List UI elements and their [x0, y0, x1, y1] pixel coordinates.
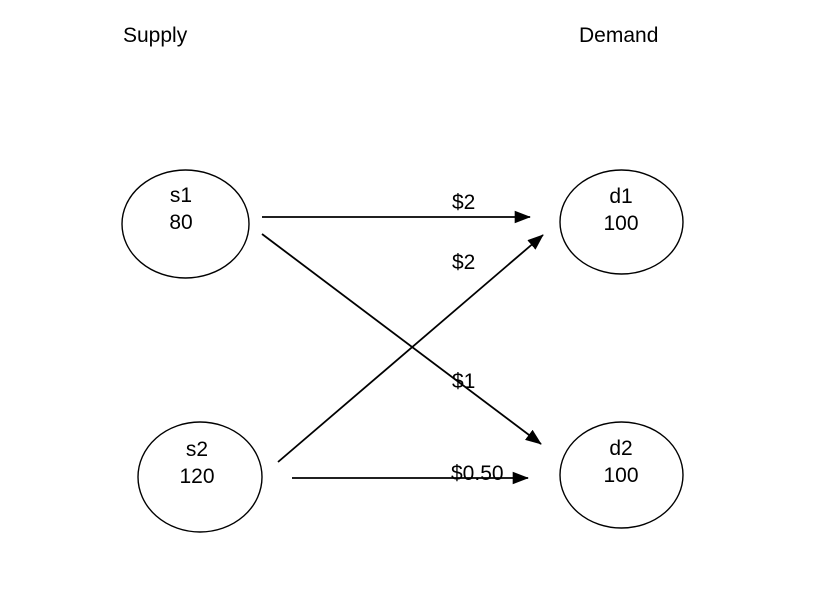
- edge-cost-s2-d1: $2: [452, 251, 476, 274]
- edge-cost-s1-d2: $1: [452, 370, 476, 393]
- column-header-supply: Supply: [123, 24, 188, 47]
- node-d2-value: 100: [603, 464, 639, 488]
- node-d2-label: d2 100: [562, 435, 680, 490]
- node-s2-ellipse[interactable]: [137, 421, 263, 533]
- node-d2-ellipse[interactable]: [559, 421, 684, 529]
- node-d2-id: d2: [609, 437, 633, 460]
- node-s1-ellipse[interactable]: [121, 169, 250, 279]
- node-s1-id: s1: [169, 184, 193, 207]
- edge-cost-s1-d1: $2: [452, 191, 476, 214]
- column-header-demand: Demand: [579, 24, 659, 47]
- edge-s2-to-d1[interactable]: [277, 234, 544, 463]
- edge-s1-to-d2[interactable]: [261, 233, 542, 445]
- node-s2-id: s2: [185, 438, 209, 461]
- node-s1-label: s1 80: [122, 182, 240, 237]
- node-s1-value: 80: [169, 211, 193, 235]
- node-d1-label: d1 100: [562, 183, 680, 238]
- edge-cost-s2-d2: $0.50: [451, 462, 504, 485]
- node-s2-label: s2 120: [138, 436, 256, 491]
- node-d1-id: d1: [609, 185, 633, 208]
- node-d1-value: 100: [603, 212, 639, 236]
- node-d1-ellipse[interactable]: [559, 169, 684, 275]
- node-s2-value: 120: [179, 465, 215, 489]
